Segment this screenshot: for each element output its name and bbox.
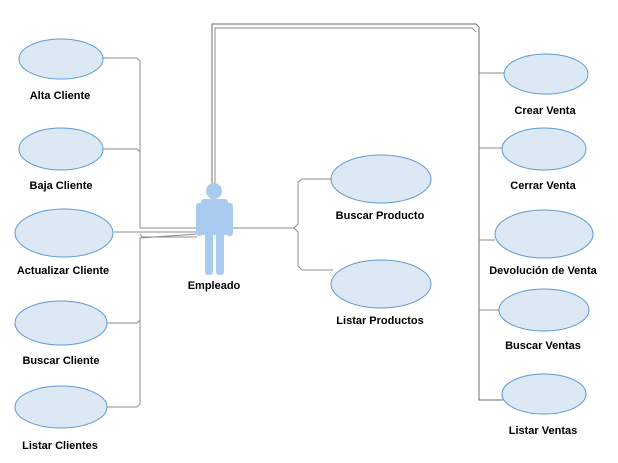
use-case-label: Crear Venta (514, 105, 576, 117)
use-case-label: Alta Cliente (30, 90, 91, 102)
use-case-listar-productos[interactable]: Listar Productos (330, 259, 432, 327)
use-case-baja-cliente[interactable]: Baja Cliente (18, 127, 104, 192)
product-connectors (232, 178, 333, 271)
actor-label: Empleado (188, 280, 241, 292)
use-case-buscar-ventas[interactable]: Buscar Ventas (498, 288, 590, 352)
use-case-label: Buscar Cliente (22, 355, 99, 367)
use-case-label: Listar Productos (336, 315, 423, 327)
use-case-actualizar-cliente[interactable]: Actualizar Cliente (14, 208, 114, 277)
actor-empleado[interactable]: Empleado (188, 183, 241, 292)
use-case-buscar-producto[interactable]: Buscar Producto (330, 154, 432, 222)
use-case-label: Cerrar Venta (510, 180, 576, 192)
use-case-cerrar-venta[interactable]: Cerrar Venta (501, 127, 587, 192)
use-case-label: Devolución de Venta (489, 265, 597, 277)
use-case-label: Buscar Ventas (505, 340, 581, 352)
use-case-label: Actualizar Cliente (17, 265, 109, 277)
use-case-label: Listar Clientes (22, 440, 98, 452)
stick-figure-user-icon (196, 183, 233, 275)
top-connector (211, 23, 505, 401)
use-case-label: Listar Ventas (509, 425, 577, 437)
use-case-listar-ventas[interactable]: Listar Ventas (501, 373, 587, 437)
use-case-buscar-cliente[interactable]: Buscar Cliente (14, 300, 108, 367)
use-case-label: Buscar Producto (336, 210, 425, 222)
use-case-devolucion-venta[interactable]: Devolución de Venta (489, 209, 598, 277)
use-case-listar-clientes[interactable]: Listar Clientes (14, 385, 108, 452)
left-connectors (103, 57, 198, 408)
use-case-alta-cliente[interactable]: Alta Cliente (18, 38, 104, 102)
use-case-crear-venta[interactable]: Crear Venta (503, 53, 589, 117)
use-case-label: Baja Cliente (30, 180, 93, 192)
